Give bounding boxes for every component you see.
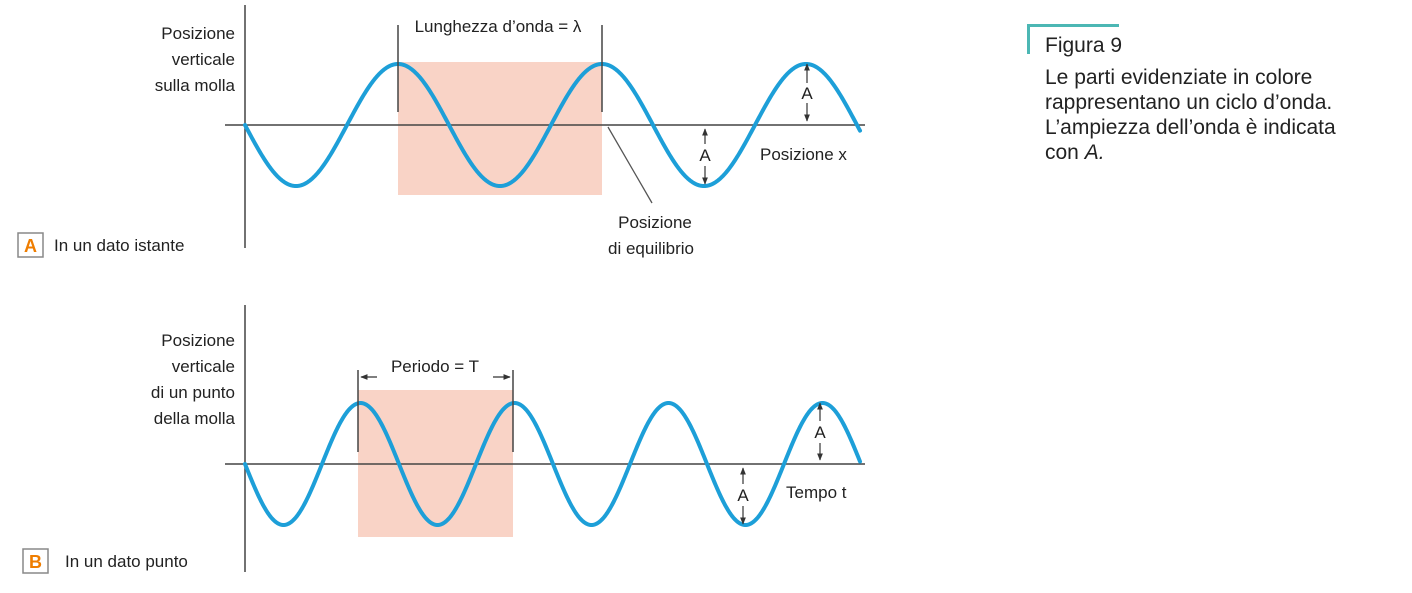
period-label-bg <box>377 355 493 379</box>
caption-line: con A. <box>1045 140 1412 165</box>
amplitude-label-upper-b: A <box>814 423 826 442</box>
equilibrium-label-line1: Posizione <box>618 213 692 232</box>
panel-tag-box-a <box>17 232 44 258</box>
panel-b-description: In un dato punto <box>65 552 188 571</box>
panel-a-description: In un dato istante <box>54 236 184 255</box>
caption-title: Figura 9 <box>1045 34 1123 57</box>
caption-amplitude-symbol: A. <box>1084 141 1105 164</box>
caption-body: Le parti evidenziate in colore rappresen… <box>1045 65 1412 165</box>
x-axis-label-b: Tempo t <box>786 483 847 502</box>
amplitude-label-lower-a: A <box>699 146 711 165</box>
caption-accent-bar <box>1027 24 1119 27</box>
caption-line: Le parti evidenziate in colore <box>1045 66 1313 89</box>
y-axis-label-a-line1: Posizione <box>161 24 235 43</box>
panel-tag-a: A <box>24 236 37 256</box>
panel-tag-b: B <box>29 552 42 572</box>
wavelength-label-bg <box>400 14 600 38</box>
y-axis-label-b-line1: Posizione <box>161 331 235 350</box>
caption-accent-bar-vertical <box>1027 24 1030 54</box>
period-label: Periodo = T <box>391 357 479 376</box>
equilibrium-label-line2: di equilibrio <box>608 239 694 258</box>
panel-a: Lunghezza d’onda = λ A A Posizione verti… <box>17 5 865 258</box>
wavelength-label: Lunghezza d’onda = λ <box>415 17 582 36</box>
x-axis-label-a: Posizione x <box>760 145 847 164</box>
y-axis-label-b-line4: della molla <box>154 409 236 428</box>
amplitude-label-bg <box>695 144 715 166</box>
caption-line-text: con <box>1045 141 1085 164</box>
amplitude-label-upper-a: A <box>801 84 813 103</box>
amplitude-label-bg <box>797 83 817 103</box>
caption-line: rappresentano un ciclo d’onda. <box>1045 91 1333 114</box>
y-axis-label-a-line2: verticale <box>172 50 235 69</box>
equilibrium-pointer <box>607 126 653 204</box>
panel-tag-box-b <box>22 548 49 574</box>
wave-curve-a <box>243 61 862 189</box>
y-axis-label-b-line2: verticale <box>172 357 235 376</box>
y-axis-label-b-line3: di un punto <box>151 383 235 402</box>
panel-b: Periodo = T A A Posizione verticale di u… <box>22 305 865 574</box>
amplitude-label-bg <box>810 421 830 443</box>
wave-curve-b <box>243 401 862 527</box>
amplitude-label-lower-b: A <box>737 486 749 505</box>
wavelength-highlight <box>398 62 602 195</box>
caption-line: L’ampiezza dell’onda è indicata <box>1045 116 1336 139</box>
amplitude-label-bg <box>733 484 753 506</box>
y-axis-label-a-line3: sulla molla <box>155 76 236 95</box>
